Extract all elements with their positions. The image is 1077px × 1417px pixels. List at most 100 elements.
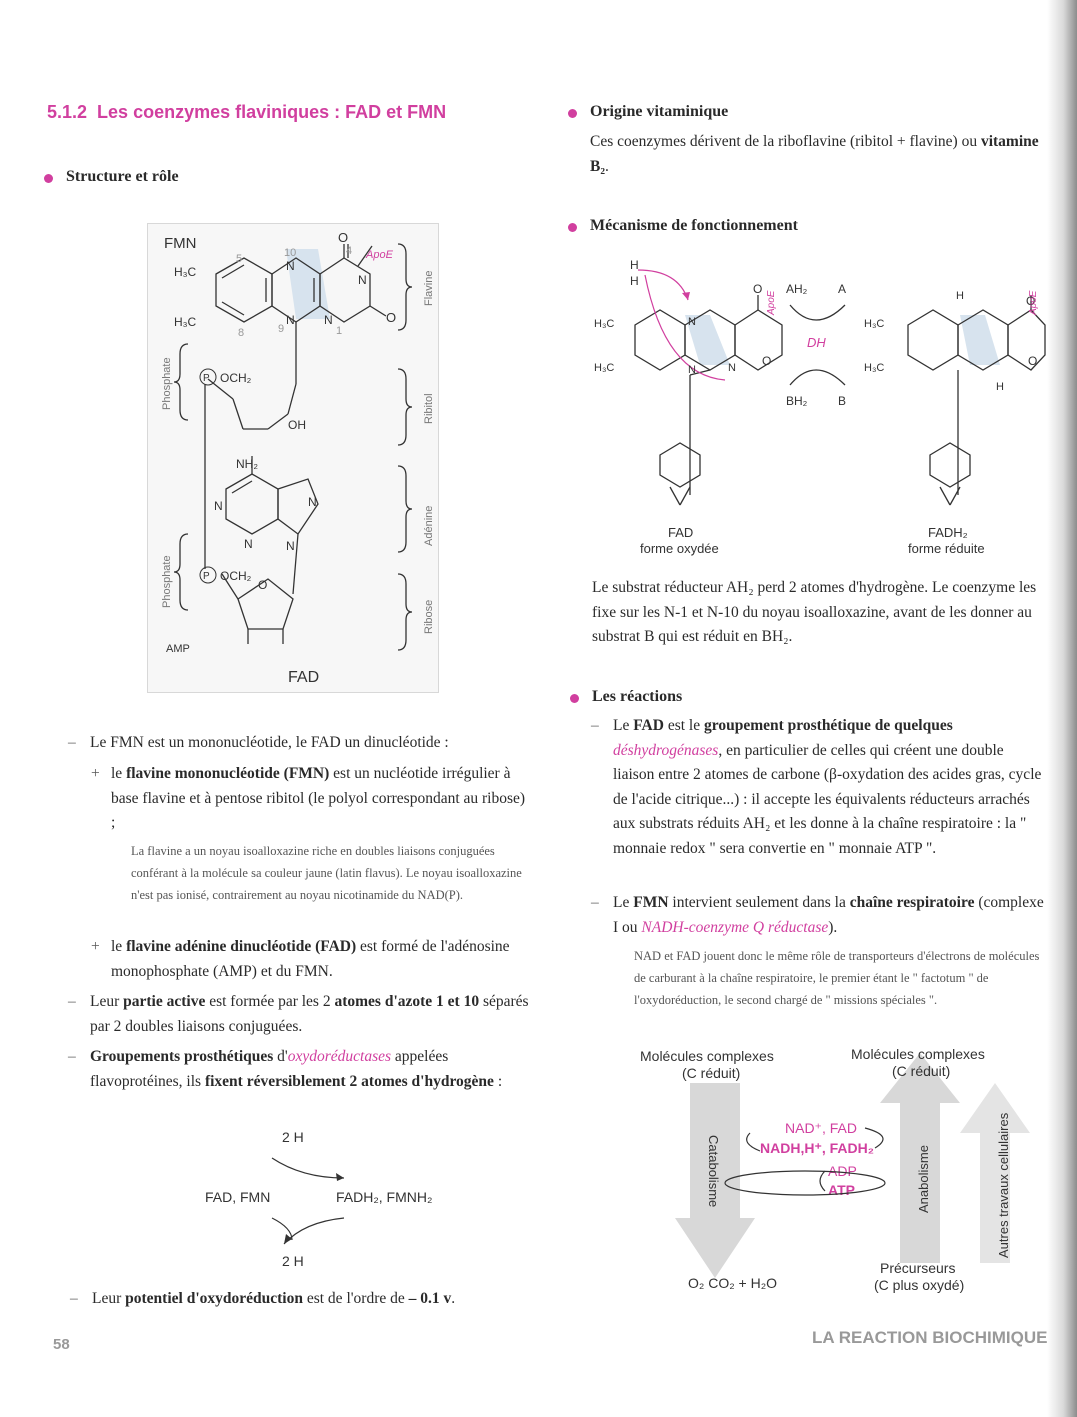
- origin-text: Ces coenzymes dérivent de la riboflavine…: [590, 133, 1039, 175]
- mech-label-fad: FAD: [668, 525, 693, 540]
- dia-travaux: Autres travaux cellulaires: [996, 1112, 1011, 1258]
- label-n1: N: [324, 313, 333, 327]
- label-n-9: N: [286, 313, 295, 327]
- label-ribose: Ribose: [423, 600, 435, 634]
- label-fad: FAD: [288, 669, 319, 686]
- label-n-ad1: N: [214, 499, 223, 513]
- cycle-top-2h: 2 H: [282, 1129, 304, 1145]
- note-nad-fad: NAD et FAD jouent donc le même rôle de t…: [634, 949, 1040, 1007]
- note-flavine: La flavine a un noyau isoalloxazine rich…: [131, 844, 522, 902]
- label-och2-1: OCH₂: [220, 371, 252, 385]
- dia-precursors2: (C plus oxydé): [874, 1277, 964, 1293]
- cycle-left: FAD, FMN: [205, 1189, 270, 1205]
- label-num5: 5: [236, 253, 242, 265]
- mech-o-4: O: [1028, 354, 1037, 368]
- label-p-1: P: [203, 373, 210, 384]
- mech-n-3: N: [728, 362, 736, 374]
- dia-nad-fad: NAD⁺, FAD: [785, 1120, 857, 1136]
- label-phosphate-1: Phosphate: [161, 357, 173, 410]
- label-och2-2: OCH₂: [220, 569, 252, 583]
- fad-structure-figure: FMN H₃C H₃C 5 8 9 10 4 1 O O N N N N Apo…: [147, 223, 439, 693]
- label-apoe: ApoE: [365, 249, 394, 261]
- dia-atp: ATP: [828, 1182, 855, 1198]
- label-n-ad4: N: [286, 539, 295, 553]
- mech-h-right-1: H: [956, 290, 964, 302]
- mech-label-fadh2: FADH₂: [928, 525, 968, 540]
- mechanism-text: Le substrat réducteur AH₂ perd 2 atomes …: [592, 579, 1037, 645]
- mech-dh: DH: [807, 335, 826, 350]
- label-h3c-bottom: H₃C: [174, 315, 197, 329]
- mech-a: A: [838, 282, 846, 296]
- mech-b: B: [838, 394, 846, 408]
- mech-bh2: BH₂: [786, 394, 808, 408]
- mech-h3c-1: H₃C: [594, 318, 614, 330]
- heading-origin: Origine vitaminique: [567, 103, 729, 120]
- label-adenine: Adénine: [423, 506, 435, 546]
- label-p-2: P: [203, 571, 210, 582]
- redox-cycle-diagram: 2 H 2 H FAD, FMN FADH₂, FMNH₂: [205, 1129, 432, 1269]
- dia-mol-left: Molécules complexes: [640, 1048, 774, 1064]
- mech-h-right-2: H: [996, 381, 1004, 393]
- mech-apoe-2: ApoE: [1028, 290, 1039, 316]
- mech-n-1: N: [688, 316, 696, 328]
- label-num4: 4: [346, 245, 352, 257]
- reaction-fmn: –Le FMN intervient seulement dans la cha…: [591, 894, 1044, 936]
- mech-o-1: O: [753, 282, 762, 296]
- mech-apoe-1: ApoE: [766, 290, 777, 316]
- sub-fad: +le flavine adénine dinucléotide (FAD) e…: [91, 938, 510, 980]
- item-potential: –Leur potentiel d'oxydoréduction est de …: [70, 1290, 456, 1307]
- chapter-title: LA REACTION BIOCHIMIQUE: [812, 1328, 1048, 1347]
- mech-h-top: H: [630, 258, 639, 272]
- mech-h3c-2: H₃C: [594, 362, 614, 374]
- label-o-right: O: [386, 310, 396, 325]
- heading-reactions: Les réactions: [569, 688, 683, 705]
- label-nh2: NH₂: [236, 457, 258, 471]
- dia-precursors: Précurseurs: [880, 1260, 955, 1276]
- dia-mol-right2: (C réduit): [892, 1063, 950, 1079]
- label-n-ad3: N: [308, 495, 317, 509]
- dia-mol-right: Molécules complexes: [851, 1046, 985, 1062]
- label-flavine: Flavine: [423, 271, 435, 306]
- mechanism-diagram: H H H₃C H₃C N N N O O ApoE AH₂ A DH BH₂ …: [594, 258, 1046, 556]
- cycle-right: FADH₂, FMNH₂: [336, 1189, 432, 1205]
- label-o-top: O: [338, 230, 348, 245]
- dia-catabolisme: Catabolisme: [706, 1135, 721, 1207]
- page-number: 58: [53, 1336, 70, 1353]
- metabolism-diagram: Molécules complexes (C réduit) Molécules…: [640, 1046, 1030, 1293]
- label-oh: OH: [288, 418, 306, 432]
- heading-structure: Structure et rôle: [44, 168, 179, 185]
- dia-nadh: NADH,H⁺, FADH₂: [760, 1140, 874, 1156]
- label-ribitol: Ribitol: [423, 393, 435, 424]
- dia-anabolisme: Anabolisme: [916, 1145, 931, 1213]
- label-o-ribose: O: [258, 578, 267, 592]
- page-edge-shadow: [1047, 0, 1077, 1417]
- mech-o-3: O: [1026, 294, 1035, 308]
- item-nucleotide: –Le FMN est un mononucléotide, le FAD un…: [68, 734, 449, 751]
- mech-h-bottom: H: [630, 274, 639, 288]
- label-n3: N: [358, 273, 367, 287]
- label-num1: 1: [336, 325, 342, 337]
- label-num8: 8: [238, 327, 244, 339]
- item-active-part: –Leur partie active est formée par les 2…: [68, 993, 529, 1035]
- dia-products: O₂ CO₂ + H₂O: [688, 1275, 777, 1291]
- sub-fmn: +le flavine mononucléotide (FMN) est un …: [91, 765, 526, 831]
- label-amp: AMP: [166, 643, 190, 655]
- dia-adp: ADP: [828, 1163, 857, 1179]
- mech-h3c-3: H₃C: [864, 318, 884, 330]
- label-num9: 9: [278, 323, 284, 335]
- label-n-ad2: N: [244, 537, 253, 551]
- label-phosphate-2: Phosphate: [161, 555, 173, 608]
- label-num10: 10: [284, 247, 296, 259]
- fad-structure-svg: FMN H₃C H₃C 5 8 9 10 4 1 O O N N N N Apo…: [161, 230, 435, 686]
- label-h3c-top: H₃C: [174, 265, 197, 279]
- label-n10: N: [286, 259, 295, 273]
- cycle-bottom-2h: 2 H: [282, 1253, 304, 1269]
- mech-o-2: O: [762, 354, 771, 368]
- mech-n-2: N: [688, 364, 696, 376]
- label-fmn: FMN: [164, 235, 197, 252]
- mech-h3c-4: H₃C: [864, 362, 884, 374]
- dia-mol-left2: (C réduit): [682, 1065, 740, 1081]
- reaction-fad: –Le FAD est le groupement prosthétique d…: [591, 717, 1042, 857]
- mech-label-fad-form: forme oxydée: [640, 541, 719, 556]
